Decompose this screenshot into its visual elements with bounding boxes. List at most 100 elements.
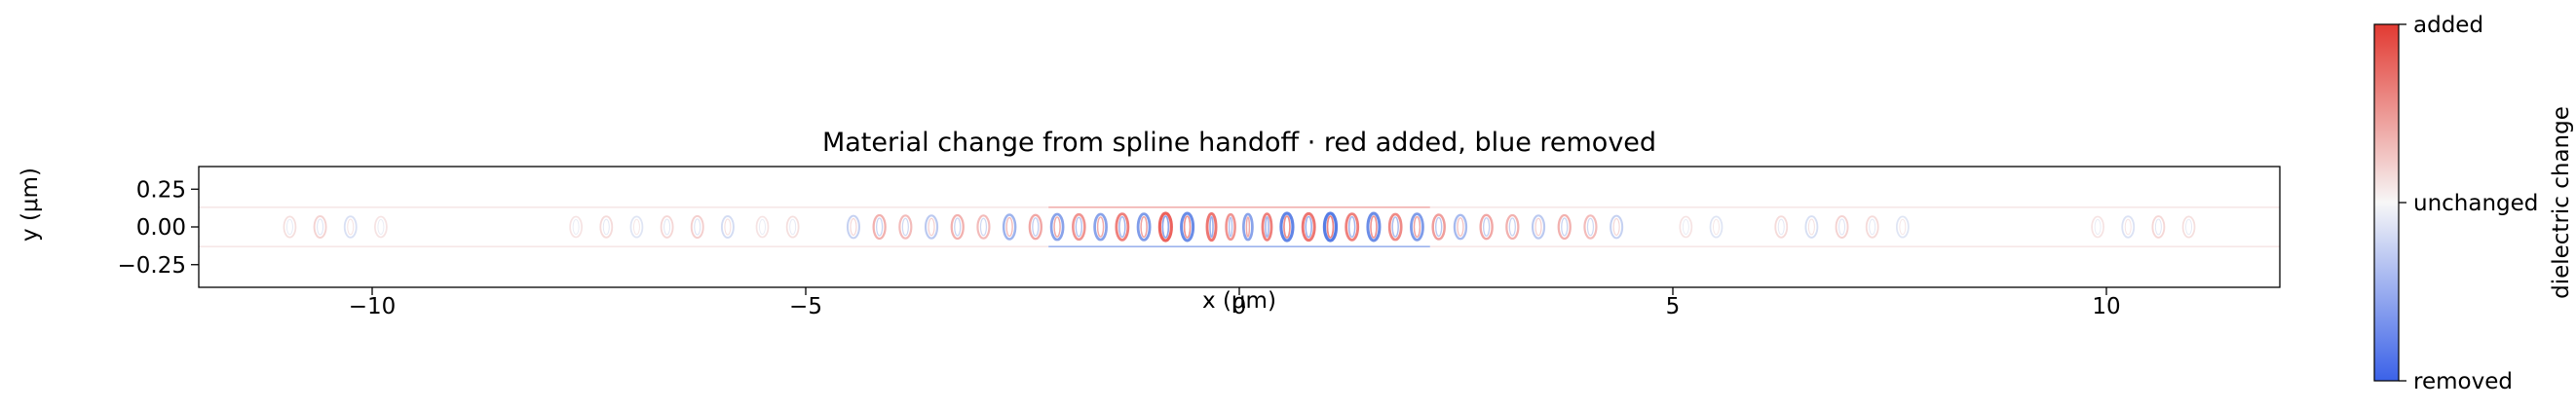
hole-ring xyxy=(1431,213,1446,241)
hole-ring-inner xyxy=(377,218,385,236)
y-axis-ticks: 0.25 0.00 −0.25 xyxy=(118,177,199,279)
hole-ring xyxy=(2091,215,2104,239)
hole-ring-inner xyxy=(347,218,355,236)
hole-ring xyxy=(1093,212,1108,242)
hole-ring xyxy=(1679,215,1693,239)
hole-ring-inner xyxy=(1899,218,1907,236)
y-tick-label: −0.25 xyxy=(118,253,186,279)
hole-ring-inner xyxy=(1305,215,1312,239)
hole-ring xyxy=(1072,212,1086,242)
hole-ring-inner xyxy=(1005,216,1013,238)
hole-ring xyxy=(2151,215,2166,239)
hole-ring xyxy=(660,215,674,239)
hole-ring-inner xyxy=(1391,216,1399,238)
hole-ring-inner xyxy=(663,218,671,236)
hole-ring-inner xyxy=(1777,218,1785,236)
hole-ring xyxy=(1322,211,1339,243)
hole-ring-inner xyxy=(901,217,909,237)
y-tick-label: 0.00 xyxy=(136,215,186,241)
hole-ring-inner xyxy=(928,217,935,237)
hole-ring-inner xyxy=(1682,218,1689,236)
hole-ring xyxy=(1301,211,1316,243)
hole-ring xyxy=(1180,211,1195,243)
hole-ring-inner xyxy=(1161,215,1170,239)
hole-ring-inner xyxy=(1096,216,1105,238)
hole-ring xyxy=(950,213,965,241)
hole-ring xyxy=(872,213,887,241)
hole-ring-inner xyxy=(1561,217,1569,237)
hole-ring xyxy=(846,214,860,240)
colorbar-tick-label: unchanged xyxy=(2413,191,2538,216)
hole-ring xyxy=(1410,212,1424,242)
hole-ring-inner xyxy=(1183,215,1192,239)
hole-ring-inner xyxy=(1483,217,1491,237)
x-tick-label: 10 xyxy=(2092,294,2120,319)
hole-ring xyxy=(1804,215,1819,239)
colorbar-gradient xyxy=(2373,23,2400,382)
hole-ring-inner xyxy=(2094,218,2102,236)
hole-ring-inner xyxy=(1347,215,1356,239)
hole-ring-inner xyxy=(2185,218,2193,236)
hole-ring-inner xyxy=(1118,215,1126,239)
hole-ring-inner xyxy=(1283,215,1291,239)
hole-ring xyxy=(1557,213,1572,241)
hole-ring xyxy=(898,214,913,240)
hole-ring xyxy=(1774,215,1789,239)
hole-ring xyxy=(1366,211,1382,243)
hole-ring-inner xyxy=(1245,216,1251,238)
hole-ring xyxy=(1049,212,1065,242)
hole-ring-inner xyxy=(285,218,293,236)
hole-ring-inner xyxy=(1265,215,1269,239)
hole-ring-inner xyxy=(850,218,857,236)
hole-ring-inner xyxy=(759,218,766,236)
x-tick-label: 0 xyxy=(1232,294,1247,319)
hole-ring-inner xyxy=(979,217,988,237)
colorbar-tick-label: removed xyxy=(2413,369,2513,394)
hole-ring-inner xyxy=(1413,215,1421,239)
hole-ring-inner xyxy=(1508,217,1516,237)
hole-ring xyxy=(1505,213,1520,241)
colorbar: added unchanged removed dielectric change xyxy=(2373,13,2574,394)
hole-ring xyxy=(283,215,297,239)
hole-ring xyxy=(1895,215,1910,239)
colorbar-label: dielectric change xyxy=(2549,106,2574,299)
hole-ring-inner xyxy=(1869,218,1876,236)
hole-ring-inner xyxy=(602,218,610,236)
hole-ring xyxy=(720,215,735,239)
features-layer xyxy=(199,206,2280,247)
hole-ring-inner xyxy=(876,217,884,237)
hole-ring-inner xyxy=(2154,218,2162,236)
y-axis-label: y (μm) xyxy=(18,168,43,242)
x-tick-label: −5 xyxy=(789,294,822,319)
hole-ring xyxy=(599,215,614,239)
hole-ring xyxy=(1709,215,1724,239)
hole-ring-inner xyxy=(1534,217,1542,237)
hole-ring xyxy=(924,214,939,240)
hole-ring xyxy=(1115,212,1130,242)
hole-ring xyxy=(1205,211,1218,243)
hole-ring-inner xyxy=(1209,215,1214,239)
y-tick-label: 0.25 xyxy=(136,177,186,203)
hole-ring-inner xyxy=(632,218,640,236)
hole-ring xyxy=(1583,214,1598,240)
hole-ring xyxy=(1242,212,1254,242)
hole-ring xyxy=(2181,215,2196,239)
hole-ring xyxy=(1865,215,1879,239)
hole-ring xyxy=(1387,212,1403,242)
hole-ring-inner xyxy=(1838,218,1846,236)
hole-ring xyxy=(1225,212,1236,242)
hole-ring xyxy=(1479,213,1494,241)
hole-ring-inner xyxy=(1075,216,1083,238)
hole-ring xyxy=(1261,212,1273,242)
hole-ring xyxy=(785,215,800,239)
chart-title: Material change from spline handoff · re… xyxy=(822,128,1656,158)
hole-ring-inner xyxy=(2124,218,2132,236)
hole-ring-inner xyxy=(572,218,580,236)
hole-ring-inner xyxy=(954,217,962,237)
hole-ring xyxy=(569,215,584,239)
hole-ring xyxy=(1835,215,1849,239)
colorbar-tick-label: added xyxy=(2413,13,2483,38)
hole-ring-inner xyxy=(1586,217,1595,237)
